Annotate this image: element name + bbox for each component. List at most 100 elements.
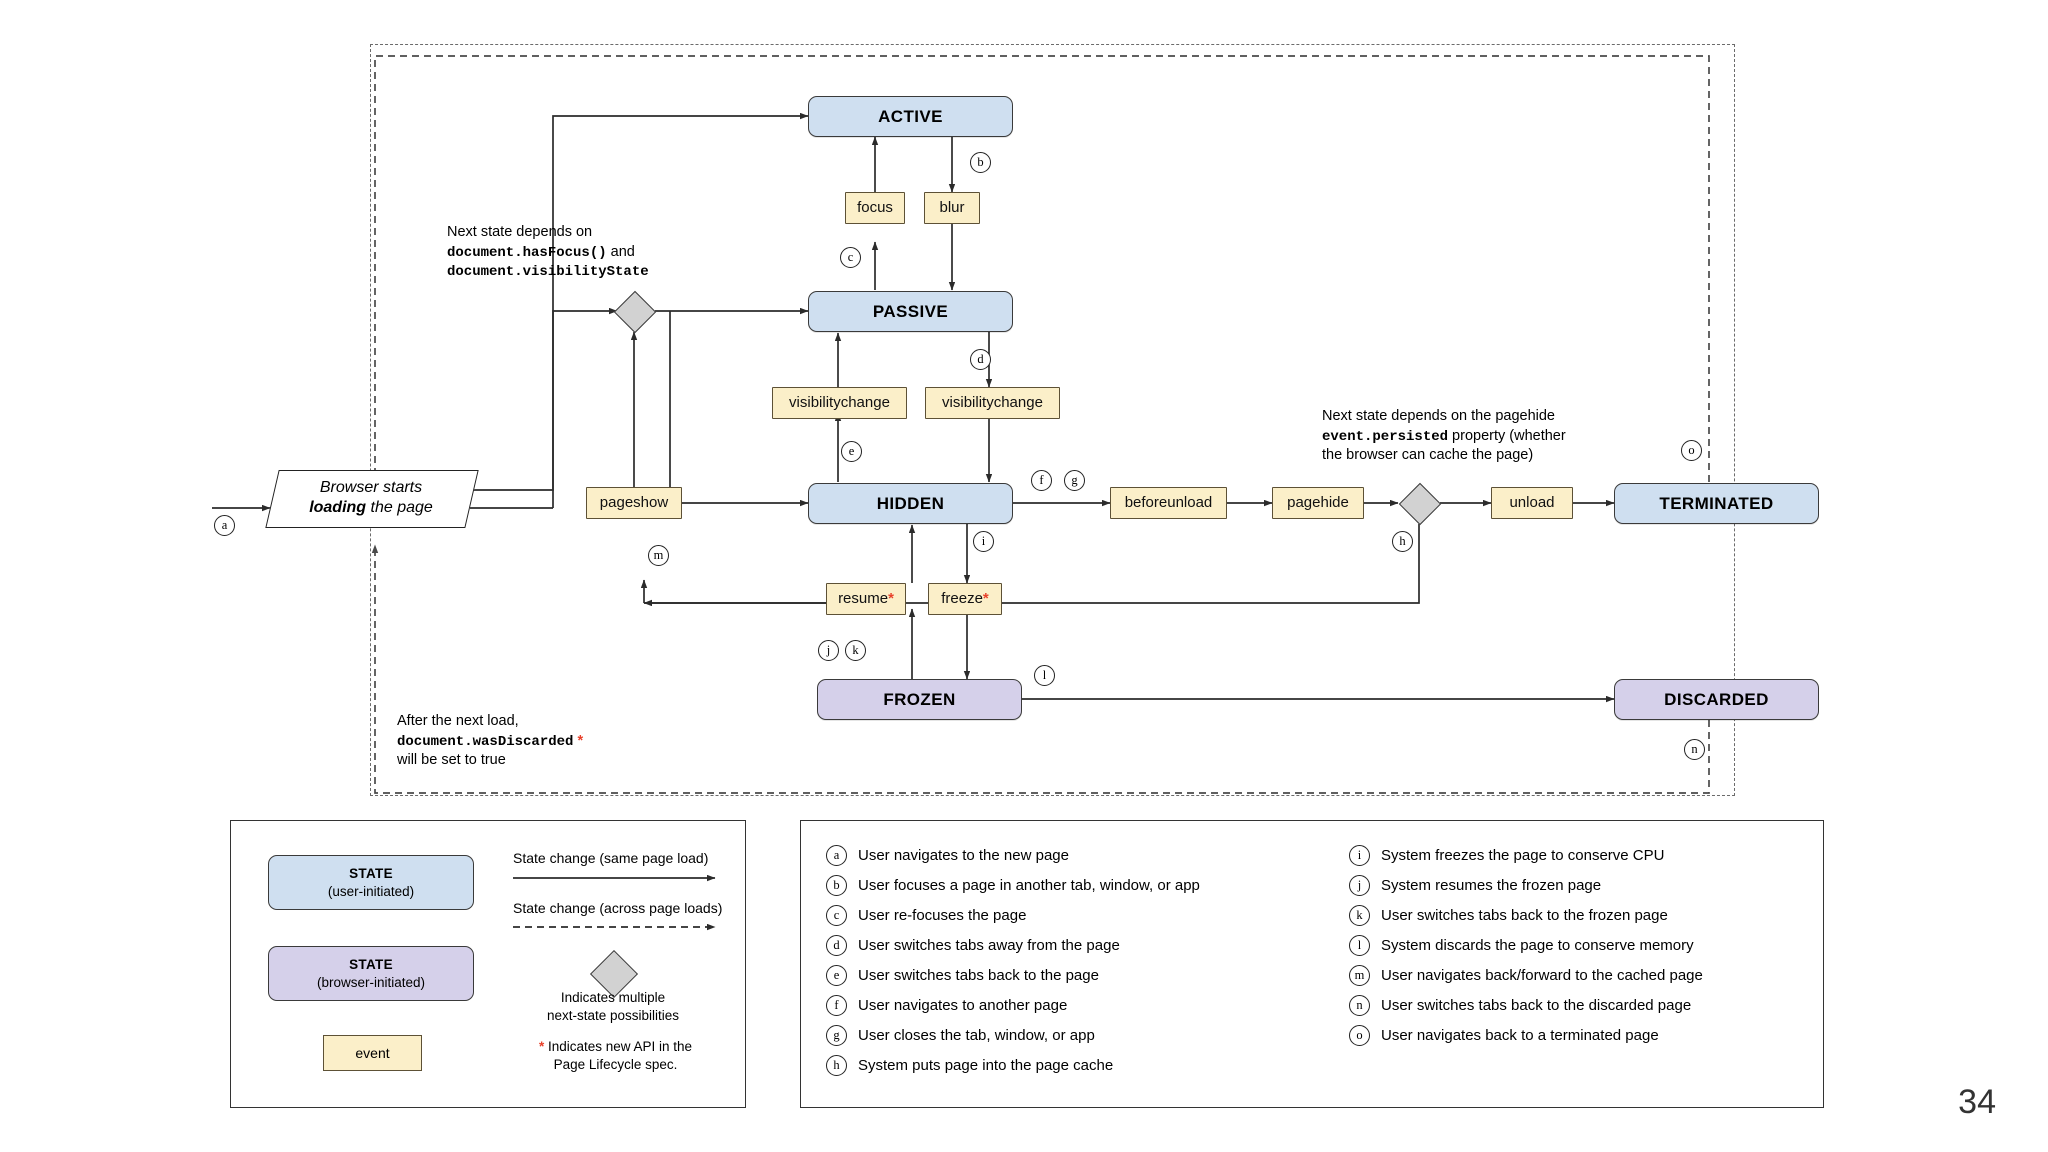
key-item-o: o User navigates back to a terminated pa… <box>1349 1025 1659 1046</box>
legend-dashed-arrow-label: State change (across page loads) <box>513 900 723 916</box>
event-pagehide[interactable]: pagehide <box>1272 487 1364 519</box>
key-item-n: n User switches tabs back to the discard… <box>1349 995 1691 1016</box>
state-hidden-label: HIDDEN <box>876 493 945 513</box>
legend-diamond-caption-l1: Indicates multiple <box>560 990 666 1005</box>
start-node-line2-rest: the page <box>366 499 433 516</box>
key-letter-i: i <box>1349 845 1370 866</box>
key-text-a: User navigates to the new page <box>858 847 1069 864</box>
edge-label-a: a <box>214 515 235 536</box>
legend-state-user-title: STATE <box>349 865 393 881</box>
note-hasfocus-line2-rest: and <box>606 243 635 260</box>
key-item-f: f User navigates to another page <box>826 995 1067 1016</box>
event-freeze[interactable]: freeze* <box>928 583 1002 615</box>
key-letter-k: k <box>1349 905 1370 926</box>
key-panel <box>800 820 1824 1108</box>
key-item-c: c User re-focuses the page <box>826 905 1026 926</box>
event-visibilitychange-left-label: visibilitychange <box>789 394 890 412</box>
key-letter-c: c <box>826 905 847 926</box>
key-text-b: User focuses a page in another tab, wind… <box>858 877 1200 894</box>
key-item-g: g User closes the tab, window, or app <box>826 1025 1095 1046</box>
event-pageshow[interactable]: pageshow <box>586 487 682 519</box>
event-visibilitychange-right-label: visibilitychange <box>942 394 1043 412</box>
state-discarded-label: DISCARDED <box>1664 689 1769 709</box>
key-item-b: b User focuses a page in another tab, wi… <box>826 875 1200 896</box>
edge-label-j-text: j <box>826 643 831 658</box>
key-item-j: j System resumes the frozen page <box>1349 875 1601 896</box>
edge-label-m-text: m <box>653 548 664 563</box>
legend-state-browser-title: STATE <box>349 956 393 972</box>
event-resume-label: resume <box>838 590 889 608</box>
event-visibilitychange-right[interactable]: visibilitychange <box>925 387 1060 419</box>
note-hasfocus-line2: document.hasFocus() <box>447 244 607 261</box>
start-node-line2-bold: loading <box>309 499 367 516</box>
state-frozen-label: FROZEN <box>883 689 956 709</box>
start-node-label: Browser starts loading the page <box>272 470 470 526</box>
state-hidden[interactable]: HIDDEN <box>808 483 1013 524</box>
state-frozen[interactable]: FROZEN <box>817 679 1022 720</box>
event-focus[interactable]: focus <box>845 192 905 224</box>
edge-label-o: o <box>1681 440 1702 461</box>
new-api-star-icon: * <box>982 590 989 608</box>
edge-label-a-text: a <box>221 518 228 533</box>
event-unload-label: unload <box>1509 494 1555 512</box>
key-letter-b: b <box>826 875 847 896</box>
key-text-g: User closes the tab, window, or app <box>858 1027 1095 1044</box>
state-active[interactable]: ACTIVE <box>808 96 1013 137</box>
event-blur[interactable]: blur <box>924 192 980 224</box>
key-text-e: User switches tabs back to the page <box>858 967 1099 984</box>
key-text-f: User navigates to another page <box>858 997 1068 1014</box>
edge-label-h-text: h <box>1399 534 1406 549</box>
event-visibilitychange-left[interactable]: visibilitychange <box>772 387 907 419</box>
edge-label-k-text: k <box>852 643 859 658</box>
note-wasdiscarded-line3: will be set to true <box>397 752 506 769</box>
legend-star-caption-l2: Page Lifecycle spec. <box>553 1057 678 1073</box>
event-beforeunload[interactable]: beforeunload <box>1110 487 1227 519</box>
key-item-l: l System discards the page to conserve m… <box>1349 935 1694 956</box>
edge-label-d: d <box>970 349 991 370</box>
key-letter-a: a <box>826 845 847 866</box>
note-hasfocus: Next state depends on document.hasFocus(… <box>447 223 649 282</box>
state-terminated-label: TERMINATED <box>1659 493 1774 513</box>
event-beforeunload-label: beforeunload <box>1124 494 1213 512</box>
edge-label-f-text: f <box>1039 473 1044 488</box>
event-pagehide-label: pagehide <box>1287 494 1349 512</box>
key-letter-m: m <box>1349 965 1370 986</box>
legend-star-caption: * Indicates new API in the Page Lifecycl… <box>528 1038 703 1074</box>
edge-label-e-text: e <box>848 444 855 459</box>
edge-label-f: f <box>1031 470 1052 491</box>
key-letter-f: f <box>826 995 847 1016</box>
edge-label-h: h <box>1392 531 1413 552</box>
event-focus-label: focus <box>857 199 893 217</box>
edge-label-b-text: b <box>977 155 984 170</box>
edge-label-m: m <box>648 545 669 566</box>
edge-label-j: j <box>818 640 839 661</box>
key-text-n: User switches tabs back to the discarded… <box>1381 997 1692 1014</box>
state-passive-label: PASSIVE <box>872 301 949 321</box>
key-text-i: System freezes the page to conserve CPU <box>1381 847 1665 864</box>
key-text-m: User navigates back/forward to the cache… <box>1381 967 1703 984</box>
note-hasfocus-line1: Next state depends on <box>447 224 593 240</box>
key-item-e: e User switches tabs back to the page <box>826 965 1099 986</box>
edge-label-k: k <box>845 640 866 661</box>
key-text-l: System discards the page to conserve mem… <box>1381 937 1694 954</box>
note-persisted-line3: the browser can cache the page) <box>1322 447 1534 464</box>
key-letter-g: g <box>826 1025 847 1046</box>
event-resume[interactable]: resume* <box>826 583 906 615</box>
page-load-boundary-region <box>370 44 1735 796</box>
state-discarded[interactable]: DISCARDED <box>1614 679 1819 720</box>
key-text-k: User switches tabs back to the frozen pa… <box>1381 907 1668 924</box>
key-text-c: User re-focuses the page <box>858 907 1027 924</box>
note-persisted-line1: Next state depends on the pagehide <box>1322 408 1555 424</box>
event-unload[interactable]: unload <box>1491 487 1573 519</box>
note-persisted: Next state depends on the pagehide event… <box>1322 407 1566 466</box>
state-active-label: ACTIVE <box>878 106 943 126</box>
state-terminated[interactable]: TERMINATED <box>1614 483 1819 524</box>
key-letter-e: e <box>826 965 847 986</box>
note-wasdiscarded-line1: After the next load, <box>397 713 519 729</box>
new-api-star-icon: * <box>577 732 584 749</box>
edge-label-n-text: n <box>1691 742 1698 757</box>
legend-state-user: STATE (user-initiated) <box>268 855 474 910</box>
edge-label-g: g <box>1064 470 1085 491</box>
state-passive[interactable]: PASSIVE <box>808 291 1013 332</box>
key-text-h: System puts page into the page cache <box>858 1057 1114 1074</box>
